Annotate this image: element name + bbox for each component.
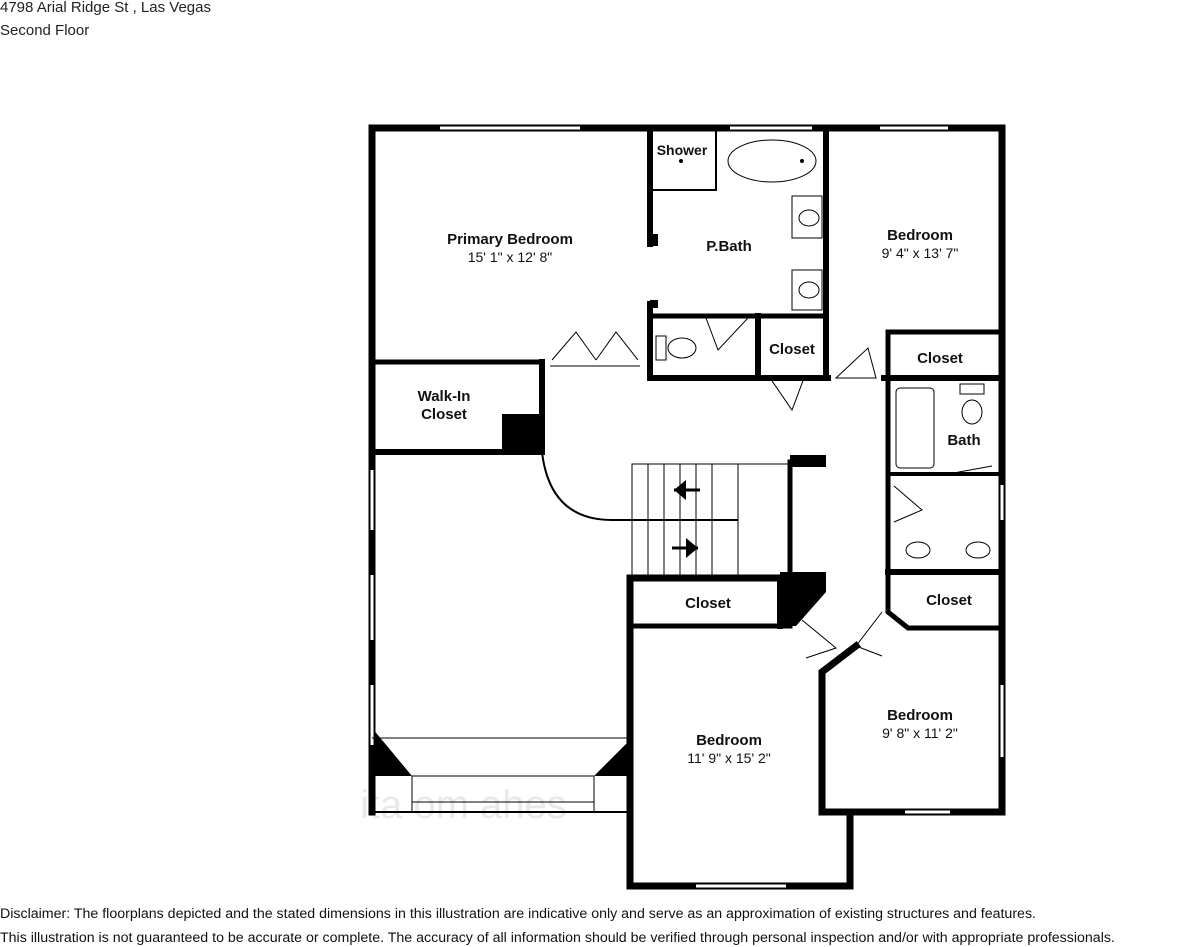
toilet-icon	[667, 337, 697, 359]
disclaimer-line-1: Disclaimer: The floorplans depicted and …	[0, 906, 1036, 922]
closet-center-label: Closet	[769, 341, 815, 358]
closet-ne-label: Closet	[917, 350, 963, 367]
bath-label: Bath	[947, 432, 980, 449]
address-text: 4798 Arial Ridge St , Las Vegas	[0, 0, 211, 16]
bedroom-ne-dims: 9' 4" x 13' 7"	[882, 245, 959, 261]
walk-in-closet-label-2: Closet	[421, 406, 467, 423]
windows	[369, 125, 1005, 889]
bay-window	[372, 737, 630, 812]
p-bath-label: P.Bath	[706, 238, 752, 255]
toilet-icon	[961, 399, 983, 425]
closet-se-label: Closet	[926, 592, 972, 609]
primary-bedroom-dims: 15' 1" x 12' 8"	[468, 249, 553, 265]
wall-fills	[372, 234, 826, 776]
landing-curve	[541, 451, 738, 521]
bathtub-icon	[727, 139, 817, 183]
window-frames	[369, 125, 1005, 889]
floor-title: Second Floor	[0, 22, 90, 39]
bedroom-south-dims: 11' 9" x 15' 2"	[687, 750, 771, 766]
sink-icon	[965, 541, 991, 559]
watermark: ita om ahes	[360, 783, 567, 827]
primary-bedroom-label: Primary Bedroom	[447, 231, 573, 248]
bedroom-se-dims: 9' 8" x 11' 2"	[882, 725, 958, 741]
bathtub-icon	[895, 387, 935, 469]
disclaimer-line-2: This illustration is not guaranteed to b…	[0, 930, 1115, 946]
bedroom-se-label: Bedroom	[887, 707, 953, 724]
bedroom-ne-label: Bedroom	[887, 227, 953, 244]
bedroom-south-label: Bedroom	[696, 732, 762, 749]
sink-icon	[905, 541, 931, 559]
walk-in-closet-label-1: Walk-In	[418, 388, 471, 405]
doors	[406, 317, 996, 659]
shower-label: Shower	[657, 142, 708, 158]
fixtures	[655, 139, 991, 559]
stair-arrows	[672, 480, 700, 558]
closet-south-label: Closet	[685, 595, 731, 612]
staircase	[631, 463, 791, 577]
